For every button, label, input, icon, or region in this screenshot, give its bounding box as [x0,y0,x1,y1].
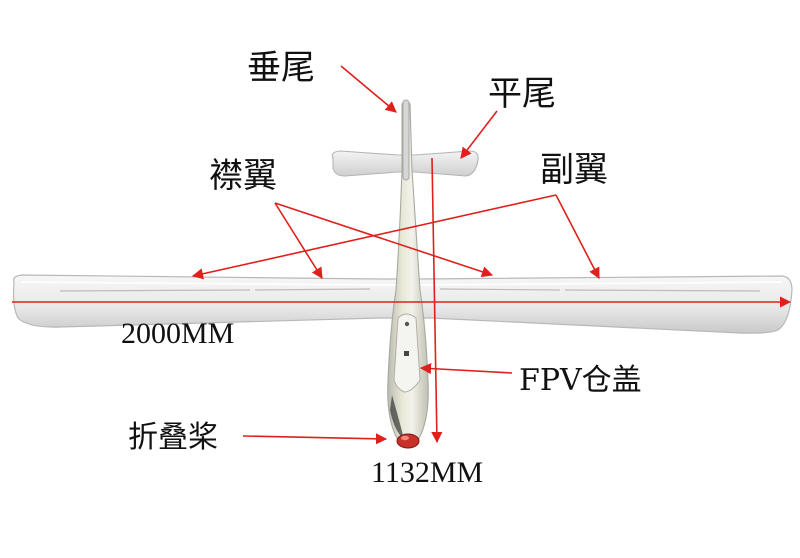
label-fpv-hatch: FPV仓盖 [519,363,642,398]
aileron-left-line [254,288,371,291]
label-flaps: 襟翼 [209,156,277,196]
label-vertical-tail: 垂尾 [247,48,315,88]
spinner [396,433,420,449]
nose-shadow [390,395,404,440]
spinner-highlight [401,435,409,441]
glider-airframe [12,99,793,449]
horizontal-tail-arrow [460,110,498,159]
label-folding-prop: 折叠桨 [128,420,218,455]
label-ailerons: 副翼 [540,150,608,190]
fpv-hatch-arrow [419,362,513,375]
flap-left-line [59,289,251,292]
label-wingspan: 2000MM [121,317,234,350]
vertical-tail-arrow [340,65,397,113]
label-horizontal-tail: 平尾 [488,74,556,114]
aileron-right-line [564,289,761,292]
flap-right-line [439,288,561,291]
flap-arrow-right [274,202,494,278]
aileron-arrow-left [191,194,557,280]
hatch-latch [404,321,410,327]
length-dimension-line [431,157,443,444]
folding-prop-arrow [242,433,388,445]
aileron-arrow-right [555,194,600,279]
flap-arrow-left [274,202,323,279]
label-length: 1132MM [371,456,483,489]
hatch-vent [404,351,409,356]
vertical-tail [402,99,410,181]
